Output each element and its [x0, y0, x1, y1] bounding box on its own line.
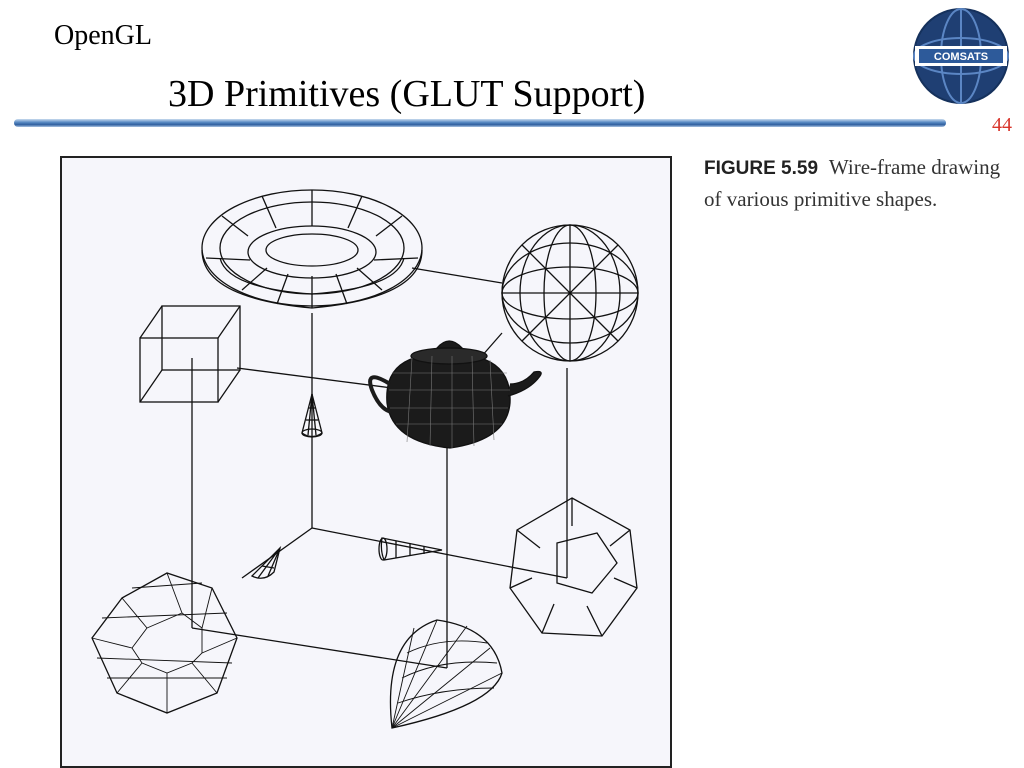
figure-caption: FIGURE 5.59 Wire-frame drawing of variou…	[704, 152, 1016, 214]
comsats-logo: COMSATS	[913, 8, 1009, 104]
wireframe-figure	[91, 189, 639, 729]
caption-label: FIGURE 5.59	[704, 158, 819, 179]
cone-upright	[301, 393, 323, 438]
cube-wireframe	[139, 305, 241, 403]
sphere-wireframe	[501, 224, 639, 362]
figure-frame	[60, 156, 672, 768]
cone-right	[378, 537, 443, 561]
torus-wireframe	[201, 189, 423, 309]
page-number: 44	[992, 114, 1012, 136]
cone-left	[250, 545, 282, 579]
connector-lines	[191, 267, 568, 669]
caption-text: Wire-frame drawing of various primitive …	[704, 155, 1001, 211]
slide-title: 3D Primitives (GLUT Support)	[168, 73, 646, 115]
header-subtitle: OpenGL	[54, 20, 152, 51]
title-rule	[14, 119, 946, 127]
dodecahedron-wireframe	[509, 497, 638, 637]
faceted-shape-wireframe	[91, 572, 238, 714]
teapot-wireframe	[368, 340, 542, 449]
logo-text: COMSATS	[934, 51, 988, 63]
sphere-cone-wireframe	[389, 619, 503, 729]
